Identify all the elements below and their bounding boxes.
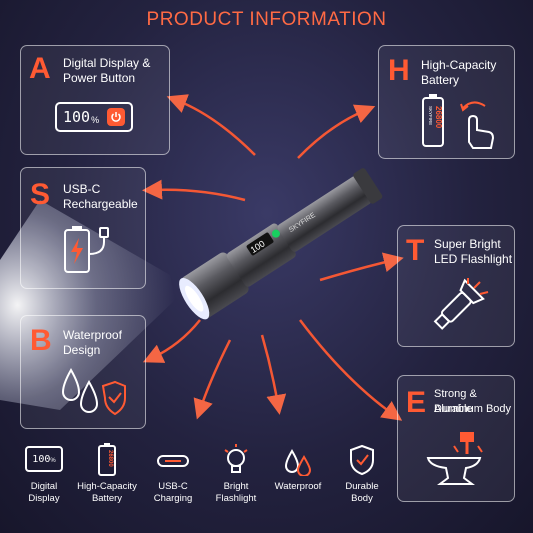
feature-title-line2: Design: [63, 343, 101, 357]
display-power-icon: 100 %: [55, 102, 133, 132]
feature-title-line2: Battery: [421, 73, 460, 87]
anvil-hammer-icon: [426, 432, 483, 485]
display-icon-unit: %: [50, 457, 56, 464]
battery-icon: 26800: [67, 442, 147, 476]
arrow-down-left: [193, 339, 232, 420]
power-button-icon: [107, 108, 125, 126]
bottom-label: Waterproof: [274, 481, 322, 492]
flashlight-icon: [433, 278, 489, 330]
display-icon: 100 %: [4, 442, 84, 476]
feature-card-led: T Super Bright LED Flashlight: [397, 225, 515, 347]
feature-title-line2: Power Button: [63, 71, 136, 85]
flashlight-tail: [353, 168, 383, 204]
arrow-b: [142, 319, 201, 363]
display-value: 100: [63, 108, 91, 126]
light-beam: [0, 200, 175, 410]
feature-title-line2: LED Flashlight: [434, 252, 513, 266]
feature-card-waterproof: B Waterproof Design: [20, 315, 146, 429]
flashlight-power-button: [271, 229, 280, 238]
feature-title-line1: High-Capacity: [421, 58, 497, 72]
arrow-h: [297, 104, 376, 159]
arrow-e: [299, 319, 403, 421]
battery-brand: SKYFIRE: [428, 106, 433, 125]
feature-letter: S: [30, 178, 51, 211]
feature-title-line1: Waterproof: [63, 328, 122, 342]
arrow-s: [142, 179, 246, 202]
flashlight-body: [277, 176, 372, 252]
feature-title-line1: Super Bright: [434, 237, 501, 251]
arrow-t: [319, 252, 404, 282]
water-drops-icon: [258, 442, 338, 476]
arrow-down-mid: [260, 334, 287, 415]
flashlight-neck: [226, 223, 296, 287]
feature-letter: A: [29, 52, 51, 85]
feature-title-line1: USB-C: [63, 182, 101, 196]
feature-card-battery: H High-Capacity Battery 26800 SKYFIRE: [378, 45, 515, 159]
bulb-icon: [196, 442, 276, 476]
feature-letter: H: [388, 54, 410, 87]
battery-hand-icon: 26800 SKYFIRE: [422, 94, 495, 149]
feature-title-line2: Rechargeable: [63, 197, 138, 211]
feature-letter: T: [406, 234, 425, 267]
display-unit: %: [91, 114, 100, 125]
feature-letter: B: [30, 324, 52, 357]
page-title: PRODUCT INFORMATION: [146, 9, 387, 30]
battery-capacity: 26800: [434, 106, 443, 129]
feature-title-line1: Strong & Durable: [434, 388, 477, 415]
charging-battery-icon: [64, 226, 109, 273]
feature-letter: E: [406, 386, 427, 419]
feature-card-digital-display: A Digital Display & Power Button 100 %: [20, 45, 170, 155]
feature-title-line1: Digital Display &: [63, 56, 151, 70]
feature-card-aluminum: E Strong & Durable Aluminum Body: [397, 375, 515, 502]
feature-card-usb-c: S USB-C Rechargeable: [20, 167, 146, 289]
battery-icon-capacity: 26800: [107, 450, 113, 467]
water-drops-shield-icon: [61, 367, 126, 416]
bottom-item-waterproof: Waterproof: [258, 442, 338, 493]
shield-check-icon: [322, 442, 402, 476]
feature-title-line2: Aluminum Body: [434, 403, 512, 415]
display-icon-value: 100: [32, 453, 51, 465]
usb-c-icon: [133, 442, 213, 476]
arrow-a: [166, 94, 256, 156]
